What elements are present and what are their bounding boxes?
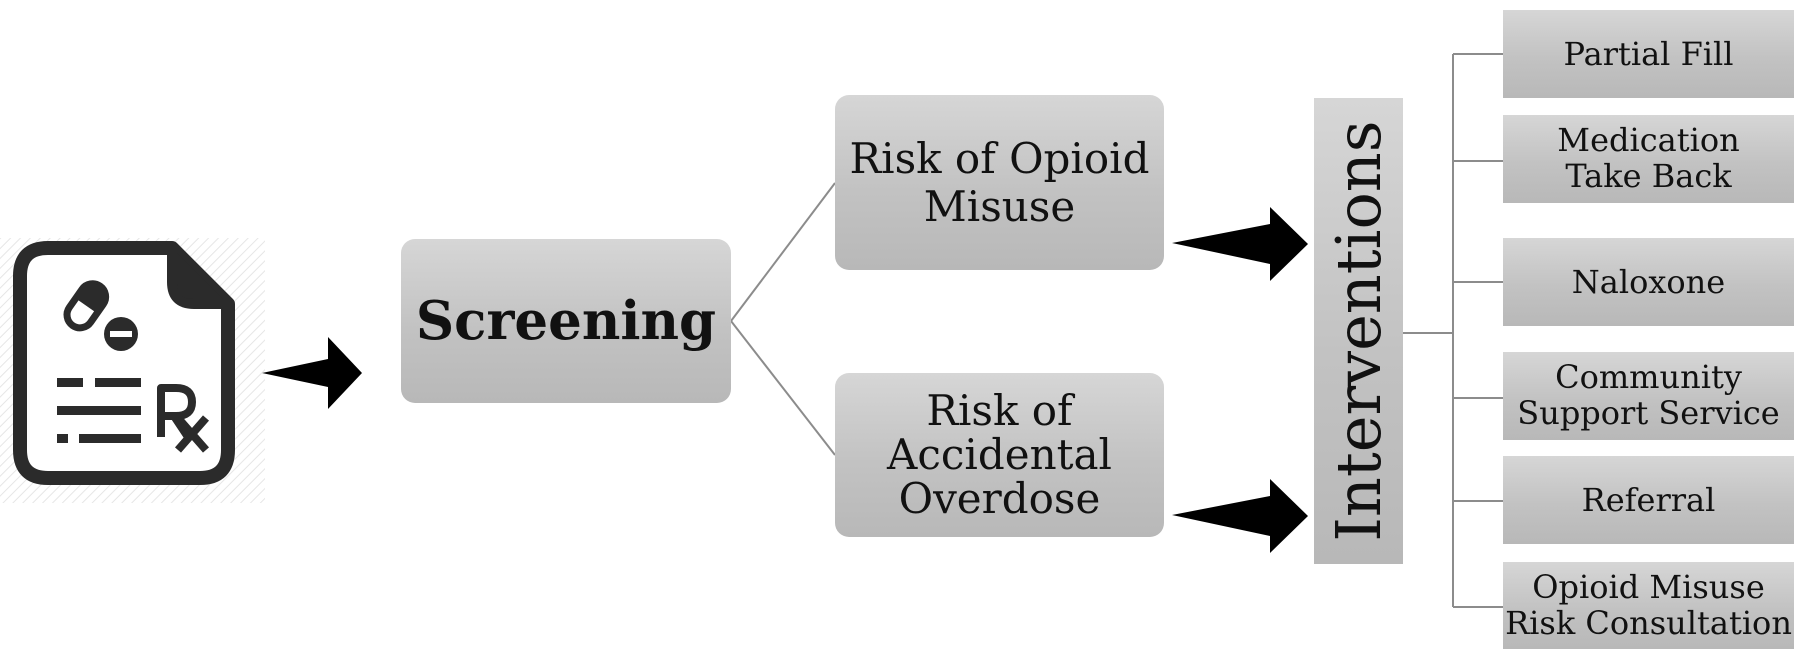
intervention-partial-fill: Partial Fill	[1503, 10, 1794, 98]
interventions-box: Interventions	[1314, 98, 1403, 564]
arrow-misuse-to-interventions	[1172, 207, 1308, 281]
interventions-label: Interventions	[1322, 120, 1395, 542]
screening-label: Screening	[415, 289, 717, 352]
intervention-opioid-misuse-risk-consultation-label: Opioid Misuse Risk Consultation	[1505, 567, 1792, 642]
intervention-opioid-misuse-risk-consultation: Opioid Misuse Risk Consultation	[1503, 562, 1794, 649]
risk-accidental-overdose-box: Risk of Accidental Overdose	[835, 373, 1164, 537]
intervention-naloxone-label: Naloxone	[1571, 262, 1726, 301]
intervention-referral: Referral	[1503, 456, 1794, 544]
connector-screening-to-misuse	[730, 182, 836, 322]
intervention-referral-label: Referral	[1581, 480, 1716, 519]
interventions-bracket	[1403, 53, 1503, 608]
intervention-community-support-service: Community Support Service	[1503, 352, 1794, 440]
intervention-community-support-service-label: Community Support Service	[1517, 358, 1780, 432]
prescription-document-icon	[0, 238, 265, 503]
screening-box: Screening	[401, 239, 731, 403]
risk-opioid-misuse-label: Risk of Opioid Misuse	[849, 133, 1150, 231]
intervention-medication-take-back: Medication Take Back	[1503, 115, 1794, 203]
intervention-medication-take-back-label: Medication Take Back	[1557, 121, 1740, 195]
connector-screening-to-overdose	[730, 320, 836, 456]
risk-accidental-overdose-label: Risk of Accidental Overdose	[887, 385, 1112, 524]
risk-opioid-misuse-box: Risk of Opioid Misuse	[835, 95, 1164, 270]
intervention-partial-fill-label: Partial Fill	[1563, 34, 1734, 73]
arrow-to-screening	[262, 337, 362, 409]
intervention-naloxone: Naloxone	[1503, 238, 1794, 326]
arrow-overdose-to-interventions	[1172, 479, 1308, 553]
